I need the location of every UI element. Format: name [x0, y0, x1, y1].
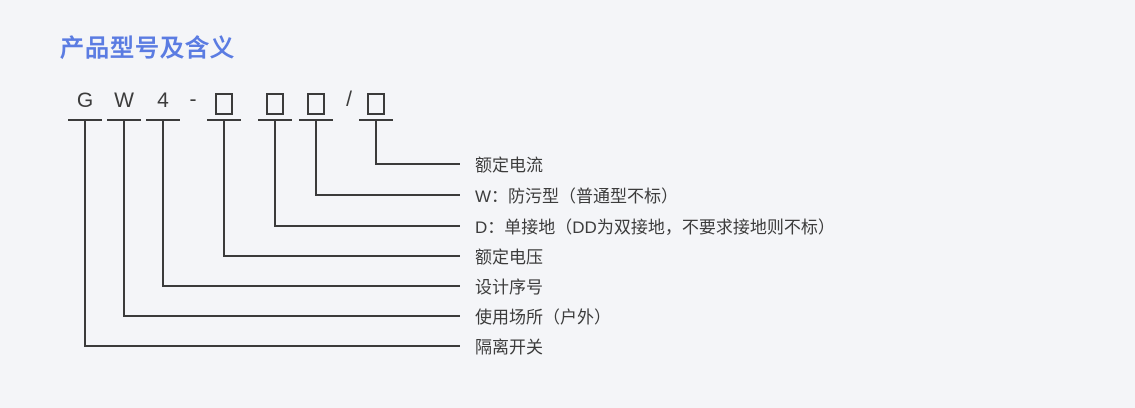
code-underline: [146, 119, 180, 121]
connector-line-rated-voltage: [223, 121, 460, 257]
code-underline: [359, 119, 393, 121]
legend-label-usage-place: 使用场所（户外）: [475, 308, 611, 327]
code-underline: [207, 119, 241, 121]
legend-label-grounding: D：单接地（DD为双接地，不要求接地则不标）: [475, 218, 835, 237]
connector-line-grounding: [274, 121, 460, 227]
code-underline: [299, 119, 333, 121]
code-underline: [258, 119, 292, 121]
legend-label-pollution-type: W：防污型（普通型不标）: [475, 187, 679, 206]
legend-label-design-serial: 设计序号: [475, 278, 543, 297]
code-underline: [107, 119, 141, 121]
connector-line-design-serial: [162, 121, 460, 287]
model-code-letter-w: W: [114, 89, 134, 112]
legend-label-rated-voltage: 额定电压: [475, 248, 543, 267]
connector-line-pollution-type: [315, 121, 460, 196]
placeholder-box-icon: [307, 93, 325, 115]
connector-line-rated-current: [375, 121, 460, 165]
page-title: 产品型号及含义: [60, 35, 235, 62]
connector-line-disconnector: [84, 121, 460, 347]
placeholder-box-icon: [367, 93, 385, 115]
legend-label-rated-current: 额定电流: [475, 156, 543, 175]
model-code-letter-g: G: [76, 89, 94, 112]
placeholder-box-icon: [215, 93, 233, 115]
code-underline: [68, 119, 102, 121]
model-code-digit-4: 4: [157, 89, 169, 112]
dash-separator: -: [189, 88, 197, 111]
slash-separator: /: [346, 88, 352, 111]
placeholder-box-icon: [266, 93, 284, 115]
legend-label-disconnector: 隔离开关: [475, 338, 543, 357]
connector-line-usage-place: [123, 121, 460, 317]
